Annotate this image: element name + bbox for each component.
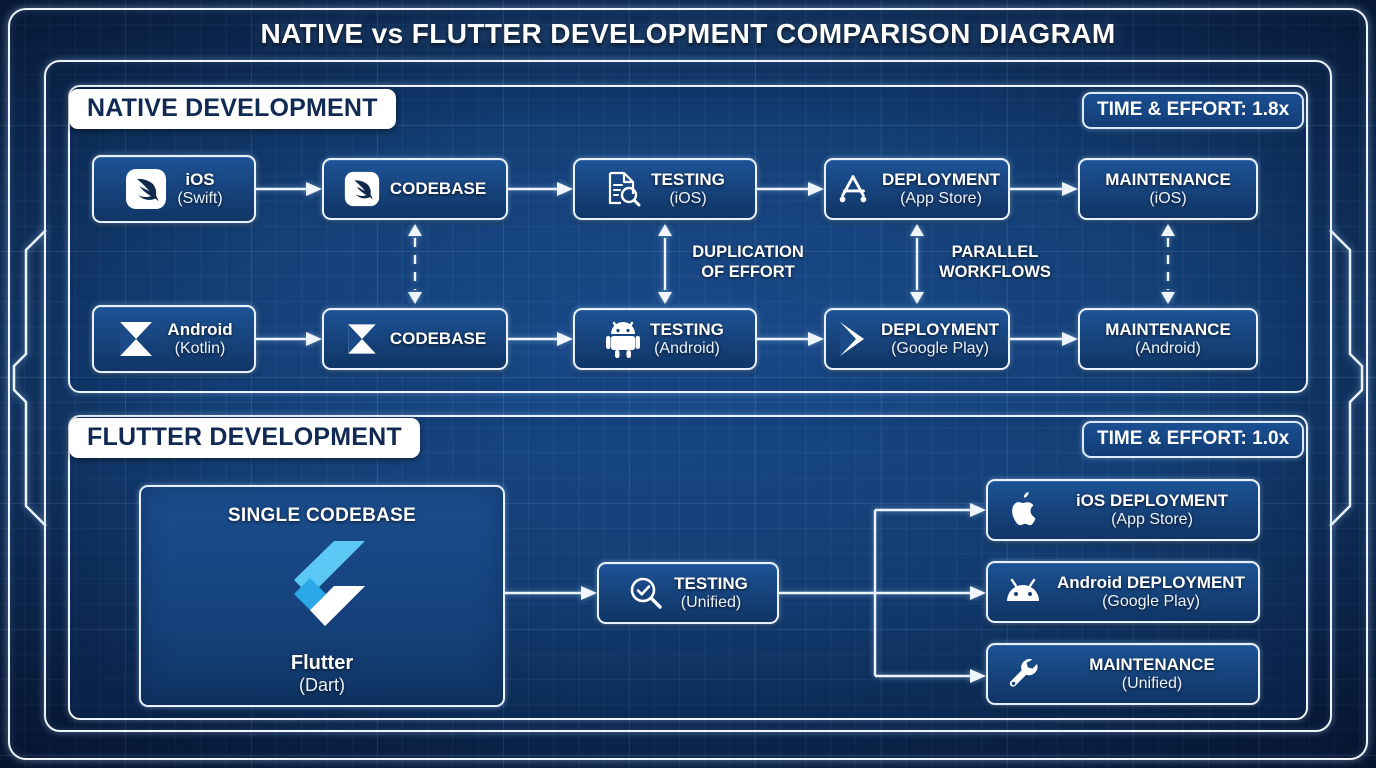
node-label: MAINTENANCE (Android) bbox=[1105, 320, 1231, 357]
node-label: Android DEPLOYMENT (Google Play) bbox=[1057, 573, 1245, 610]
node-label: DEPLOYMENT (App Store) bbox=[881, 170, 1001, 207]
node-label: MAINTENANCE (Unified) bbox=[1089, 655, 1215, 692]
right-bracket-decoration bbox=[1328, 228, 1364, 528]
section-tab-flutter: FLUTTER DEVELOPMENT bbox=[69, 418, 420, 458]
app-store-icon bbox=[834, 170, 872, 208]
left-bracket-decoration bbox=[12, 228, 48, 528]
node-android-deployment-flutter[interactable]: Android DEPLOYMENT (Google Play) bbox=[986, 561, 1260, 623]
node-android-source[interactable]: Android (Kotlin) bbox=[92, 305, 256, 373]
swift-icon bbox=[344, 171, 380, 207]
effort-badge-native: TIME & EFFORT: 1.8x bbox=[1082, 92, 1305, 129]
magnifier-check-icon bbox=[628, 575, 664, 611]
node-ios-codebase[interactable]: CODEBASE bbox=[322, 158, 508, 220]
node-label: Android (Kotlin) bbox=[167, 320, 233, 357]
flutter-name: Flutter bbox=[290, 652, 354, 674]
node-ios-maintenance[interactable]: MAINTENANCE (iOS) bbox=[1078, 158, 1258, 220]
node-label: DEPLOYMENT (Google Play) bbox=[880, 320, 1000, 357]
page-title: NATIVE vs FLUTTER DEVELOPMENT COMPARISON… bbox=[260, 18, 1116, 49]
effort-badge-flutter: TIME & EFFORT: 1.0x bbox=[1082, 421, 1305, 458]
android-robot-icon bbox=[606, 320, 641, 358]
node-label: TESTING (iOS) bbox=[651, 170, 725, 207]
single-codebase-header: SINGLE CODEBASE bbox=[227, 505, 417, 526]
node-ios-source[interactable]: iOS (Swift) bbox=[92, 155, 256, 223]
section-tab-native: NATIVE DEVELOPMENT bbox=[69, 89, 396, 129]
flutter-language: (Dart) bbox=[299, 675, 345, 695]
google-play-icon bbox=[835, 320, 871, 358]
node-ios-testing[interactable]: TESTING (iOS) bbox=[573, 158, 757, 220]
node-android-codebase[interactable]: CODEBASE bbox=[322, 308, 508, 370]
kotlin-icon bbox=[344, 321, 380, 357]
swift-icon bbox=[125, 168, 167, 210]
node-android-maintenance[interactable]: MAINTENANCE (Android) bbox=[1078, 308, 1258, 370]
wrench-icon bbox=[1006, 656, 1040, 692]
node-label: iOS DEPLOYMENT (App Store) bbox=[1075, 491, 1229, 528]
node-label: TESTING (Unified) bbox=[674, 574, 748, 611]
node-maintenance-flutter[interactable]: MAINTENANCE (Unified) bbox=[986, 643, 1260, 705]
node-label: TESTING (Android) bbox=[650, 320, 724, 357]
node-label: iOS (Swift) bbox=[177, 170, 223, 207]
node-label: MAINTENANCE (iOS) bbox=[1105, 170, 1231, 207]
outer-frame bbox=[8, 8, 1368, 760]
node-label: CODEBASE bbox=[389, 328, 487, 348]
node-ios-deployment[interactable]: DEPLOYMENT (App Store) bbox=[824, 158, 1010, 220]
kotlin-icon bbox=[115, 318, 157, 360]
flutter-icon bbox=[277, 539, 367, 642]
document-search-icon bbox=[605, 170, 641, 208]
node-android-testing[interactable]: TESTING (Android) bbox=[573, 308, 757, 370]
node-flutter-testing[interactable]: TESTING (Unified) bbox=[597, 562, 779, 624]
node-android-deployment[interactable]: DEPLOYMENT (Google Play) bbox=[824, 308, 1010, 370]
node-label: CODEBASE bbox=[389, 178, 487, 198]
mid-label-duplication: DUPLICATION OF EFFORT bbox=[692, 243, 804, 281]
inner-frame bbox=[44, 60, 1332, 732]
apple-icon bbox=[1006, 490, 1040, 530]
mid-label-parallel: PARALLEL WORKFLOWS bbox=[939, 243, 1051, 281]
node-single-codebase[interactable]: SINGLE CODEBASE Flutter (Dart) bbox=[139, 485, 505, 707]
node-ios-deployment-flutter[interactable]: iOS DEPLOYMENT (App Store) bbox=[986, 479, 1260, 541]
android-head-icon bbox=[1004, 577, 1042, 607]
